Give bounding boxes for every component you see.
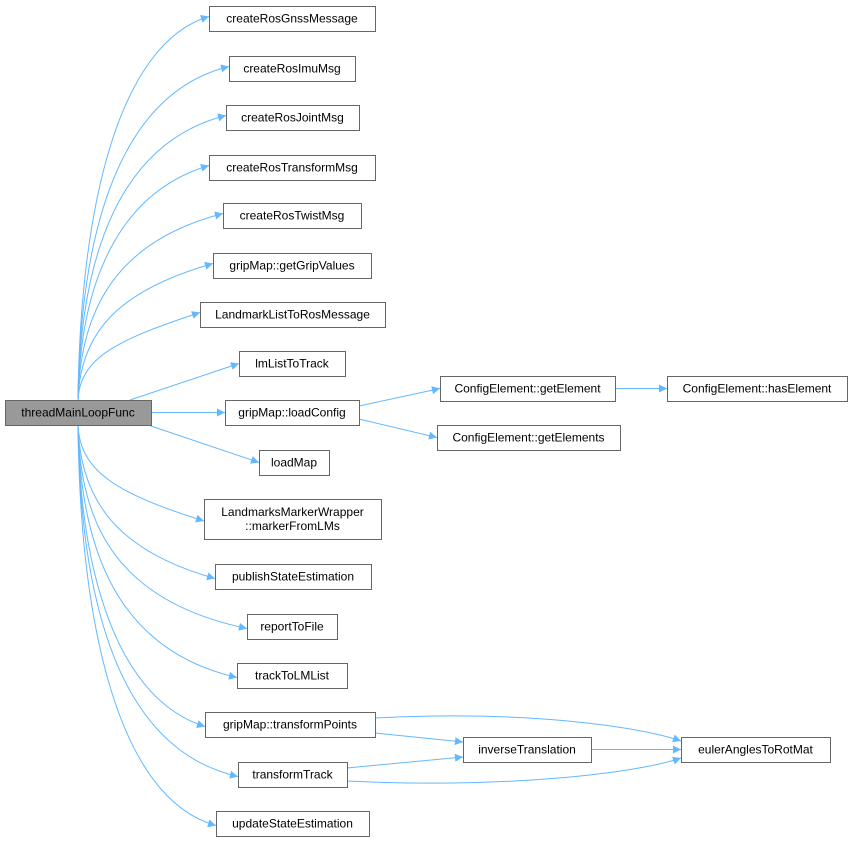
node-box — [225, 400, 360, 426]
node-getels[interactable]: ConfigElement::getElements — [437, 425, 621, 451]
node-label: createRosGnssMessage — [226, 12, 358, 26]
node-box — [238, 762, 348, 788]
node-loadcfg[interactable]: gripMap::loadConfig — [225, 400, 360, 426]
node-box — [200, 302, 386, 328]
node-label: LandmarkListToRosMessage — [215, 308, 370, 322]
node-label: transformTrack — [252, 768, 333, 782]
node-box — [437, 425, 621, 451]
node-label: ConfigElement::getElement — [454, 382, 601, 396]
edge-main-to-tracklm — [77, 424, 238, 680]
node-grip[interactable]: gripMap::getGripValues — [213, 253, 372, 279]
node-box — [226, 105, 360, 131]
node-report[interactable]: reportToFile — [247, 614, 338, 640]
node-box — [259, 450, 330, 476]
edge-main-to-joint — [77, 113, 227, 401]
edge-ttrack-to-euler — [346, 756, 682, 784]
node-label: createRosImuMsg — [243, 62, 340, 76]
node-box — [463, 737, 592, 763]
node-imu[interactable]: createRosImuMsg — [229, 56, 356, 82]
node-main[interactable]: threadMainLoopFunc — [5, 400, 152, 426]
edge-main-to-lmros — [77, 311, 201, 401]
edge-main-to-loadmap — [147, 424, 260, 464]
node-marker[interactable]: LandmarksMarkerWrapper::markerFromLMs — [204, 499, 382, 540]
node-lmros[interactable]: LandmarkListToRosMessage — [200, 302, 386, 328]
node-label: gripMap::transformPoints — [223, 718, 357, 732]
node-label: createRosTwistMsg — [240, 209, 345, 223]
node-gnss[interactable]: createRosGnssMessage — [209, 6, 376, 32]
node-box — [209, 6, 376, 32]
edge-main-to-report — [77, 424, 248, 631]
node-label: createRosJointMsg — [241, 111, 344, 125]
edge-main-to-update — [77, 424, 217, 828]
edge-loadcfg-to-getels — [358, 418, 438, 440]
node-label: reportToFile — [260, 620, 324, 634]
node-label: createRosTransformMsg — [226, 161, 358, 175]
node-tpoints[interactable]: gripMap::transformPoints — [205, 712, 376, 738]
edge-main-to-transform — [77, 163, 210, 401]
node-box — [215, 564, 372, 590]
node-transform[interactable]: createRosTransformMsg — [209, 155, 376, 181]
node-label: threadMainLoopFunc — [21, 406, 134, 420]
node-label: lmListToTrack — [255, 357, 330, 371]
edges-layer — [77, 14, 682, 828]
edge-main-to-twist — [77, 211, 224, 401]
node-twist[interactable]: createRosTwistMsg — [223, 203, 362, 229]
node-label: loadMap — [271, 456, 317, 470]
edge-tpoints-to-invtr — [374, 732, 464, 746]
edge-main-to-ttrack — [77, 424, 239, 779]
node-euler[interactable]: eulerAnglesToRotMat — [681, 737, 831, 763]
edge-tpoints-to-euler — [374, 715, 682, 743]
node-label: gripMap::getGripValues — [229, 259, 354, 273]
node-tracklm[interactable]: trackToLMList — [237, 663, 348, 689]
node-label: ConfigElement::getElements — [452, 431, 604, 445]
edge-main-to-imu — [77, 64, 230, 401]
edge-main-to-grip — [77, 261, 214, 401]
node-publish[interactable]: publishStateEstimation — [215, 564, 372, 590]
node-label: publishStateEstimation — [232, 570, 354, 584]
node-lmtrack[interactable]: lmListToTrack — [239, 351, 346, 377]
node-box — [223, 203, 362, 229]
node-box — [247, 614, 338, 640]
edge-main-to-tpoints — [77, 424, 206, 728]
node-box — [237, 663, 348, 689]
edge-main-to-publish — [77, 424, 216, 581]
node-label: trackToLMList — [255, 669, 330, 683]
node-box — [216, 811, 370, 837]
node-box — [204, 499, 382, 540]
node-box — [5, 400, 152, 426]
node-box — [229, 56, 356, 82]
node-box — [440, 376, 616, 402]
node-label: eulerAnglesToRotMat — [698, 743, 813, 757]
node-joint[interactable]: createRosJointMsg — [226, 105, 360, 131]
edge-main-to-gnss — [77, 14, 210, 401]
node-hasel[interactable]: ConfigElement::hasElement — [667, 376, 848, 402]
node-label: LandmarksMarkerWrapper — [221, 505, 364, 519]
node-loadmap[interactable]: loadMap — [259, 450, 330, 476]
nodes-layer: threadMainLoopFunc createRosGnssMessage cr… — [5, 6, 848, 837]
node-getel[interactable]: ConfigElement::getElement — [440, 376, 616, 402]
node-box — [209, 155, 376, 181]
node-label: gripMap::loadConfig — [238, 406, 345, 420]
node-label: ::markerFromLMs — [245, 519, 340, 533]
node-label: inverseTranslation — [478, 743, 576, 757]
edge-main-to-lmtrack — [129, 362, 240, 401]
node-box — [205, 712, 376, 738]
node-box — [239, 351, 346, 377]
edge-ttrack-to-invtr — [346, 753, 464, 769]
node-box — [213, 253, 372, 279]
node-invtr[interactable]: inverseTranslation — [463, 737, 592, 763]
node-box — [667, 376, 848, 402]
node-label: updateStateEstimation — [232, 817, 353, 831]
node-update[interactable]: updateStateEstimation — [216, 811, 370, 837]
edge-loadcfg-to-getel — [358, 386, 441, 407]
node-label: ConfigElement::hasElement — [683, 382, 832, 396]
node-box — [681, 737, 831, 763]
node-ttrack[interactable]: transformTrack — [238, 762, 348, 788]
edge-main-to-marker — [77, 424, 205, 523]
